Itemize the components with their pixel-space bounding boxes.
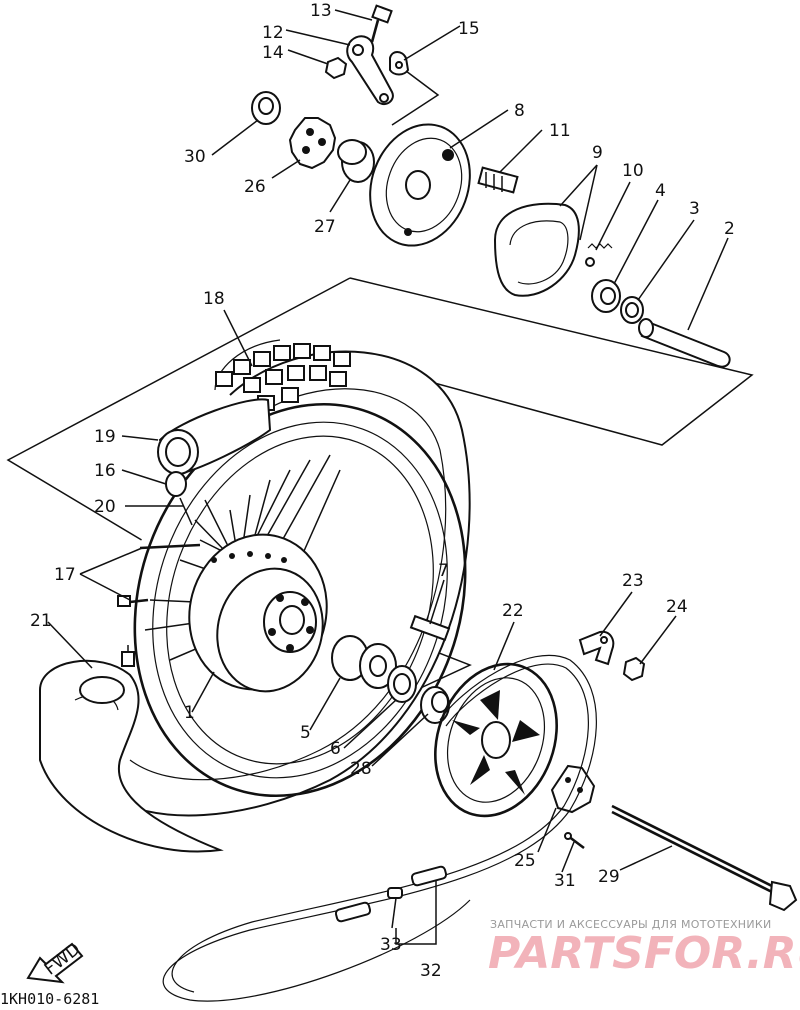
axle-bolt <box>477 166 519 194</box>
bolt <box>370 4 393 43</box>
callout-9: 9 <box>592 143 603 163</box>
callout-30: 30 <box>184 147 206 167</box>
chain-joint <box>334 865 448 923</box>
callout-18: 18 <box>203 289 225 309</box>
callout-17: 17 <box>54 565 76 585</box>
callout-15: 15 <box>458 19 480 39</box>
callout-32: 32 <box>420 961 442 981</box>
small-sprocket <box>288 117 337 170</box>
callout-10: 10 <box>622 161 644 181</box>
driven-sprocket <box>434 662 558 818</box>
cotter-pin <box>564 832 585 850</box>
collar <box>251 91 281 125</box>
cam-lever <box>346 35 394 106</box>
hub-oil-seal <box>387 665 417 703</box>
callout-12: 12 <box>262 23 284 43</box>
callout-13: 13 <box>310 1 332 21</box>
spoke-nipple <box>117 543 201 607</box>
adjuster-nut <box>622 656 646 682</box>
brake-shoe <box>493 202 580 297</box>
rim <box>133 402 467 798</box>
hub-bearing <box>331 635 397 689</box>
rim-band <box>157 398 272 477</box>
callout-23: 23 <box>622 571 644 591</box>
fwd-label: FWD <box>41 939 85 979</box>
wheel-axle <box>611 804 798 912</box>
diagram-code: 1KH010-6281 <box>0 990 99 1008</box>
watermark-tagline: ЗАПЧАСТИ И АКСЕССУАРЫ ДЛЯ МОТОТЕХНИКИ <box>490 918 772 931</box>
callout-6: 6 <box>330 739 341 759</box>
callout-labels: 13 12 14 15 30 8 11 9 10 26 4 3 2 27 18 … <box>30 1 735 981</box>
chain-puller <box>578 630 615 666</box>
callout-16: 16 <box>94 461 116 481</box>
spacer <box>337 139 375 183</box>
forward-arrow: FWD <box>26 939 85 984</box>
callout-20: 20 <box>94 497 116 517</box>
collar-tube <box>638 318 731 368</box>
tube-cross-section <box>39 659 224 853</box>
nut <box>324 56 348 80</box>
chain-clip <box>387 887 403 899</box>
callout-8: 8 <box>514 101 525 121</box>
callout-28: 28 <box>350 759 372 779</box>
watermark: ЗАПЧАСТИ И АКСЕССУАРЫ ДЛЯ МОТОТЕХНИКИ PA… <box>488 918 800 979</box>
callout-1: 1 <box>184 703 195 723</box>
hub <box>188 533 328 693</box>
callout-5: 5 <box>300 723 311 743</box>
callout-4: 4 <box>655 181 666 201</box>
oil-seal <box>620 296 644 324</box>
callout-31: 31 <box>554 871 576 891</box>
callout-11: 11 <box>549 121 571 141</box>
valve <box>121 645 135 667</box>
callout-14: 14 <box>262 43 284 63</box>
callout-21: 21 <box>30 611 52 631</box>
callout-24: 24 <box>666 597 688 617</box>
stud-bolt <box>409 614 451 642</box>
callout-2: 2 <box>724 219 735 239</box>
callout-25: 25 <box>514 851 536 871</box>
watermark-brand: PARTSFOR.RU <box>488 928 800 979</box>
brake-shoe-plate <box>369 123 471 247</box>
callout-22: 22 <box>502 601 524 621</box>
leader-lines <box>47 9 729 945</box>
spring <box>585 243 613 267</box>
bearing <box>591 279 621 313</box>
indicator-plate <box>389 51 410 76</box>
callout-26: 26 <box>244 177 266 197</box>
callout-29: 29 <box>598 867 620 887</box>
callout-3: 3 <box>689 199 700 219</box>
callout-33: 33 <box>380 935 402 955</box>
callout-27: 27 <box>314 217 336 237</box>
callout-19: 19 <box>94 427 116 447</box>
callout-7: 7 <box>438 561 449 581</box>
